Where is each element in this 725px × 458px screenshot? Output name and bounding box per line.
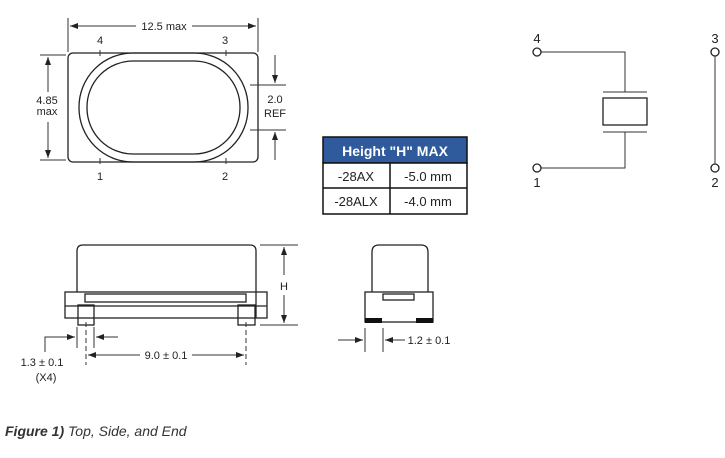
pin-1-terminal-icon [532, 163, 542, 173]
pin-4-terminal-icon [532, 47, 542, 57]
pin-label-3: 3 [222, 35, 228, 47]
schematic-pin-1: 1 [533, 175, 540, 190]
ref-dimension-label: REF [264, 108, 286, 120]
width-dimension: 12.5 max [141, 21, 187, 33]
table-cell-height: -5.0 mm [404, 169, 452, 184]
height-h-dimension: H [280, 281, 288, 293]
pin-label-2: 2 [222, 171, 228, 183]
top-view: 12.5 max 4 3 1 2 4.85 max 2.0 REF [36, 18, 286, 183]
figure-title: Top, Side, and End [64, 423, 187, 439]
ref-dimension: 2.0 [267, 94, 282, 106]
height-dimension: 4.85 [36, 95, 57, 107]
end-pad-dimension: 1.2 ± 0.1 [408, 335, 451, 347]
height-dimension-unit: max [37, 106, 58, 118]
crystal-schematic: 4 3 1 2 [532, 31, 720, 190]
side-view: H 1.3 ± 0.1 (X4) 9.0 ± 0.1 [21, 244, 298, 384]
schematic-pin-3: 3 [711, 31, 718, 46]
table-header: Height "H" MAX [342, 143, 448, 159]
pin-2-terminal-icon [710, 163, 720, 173]
pin-label-1: 1 [97, 171, 103, 183]
pin-label-4: 4 [97, 35, 103, 47]
table-cell-part: -28AX [338, 169, 374, 184]
schematic-pin-2: 2 [711, 175, 718, 190]
schematic-pin-4: 4 [533, 31, 540, 46]
height-table: Height "H" MAX -28AX -5.0 mm -28ALX -4.0… [322, 136, 468, 215]
pin-3-terminal-icon [710, 47, 720, 57]
figure-caption: Figure 1) Top, Side, and End [5, 423, 187, 439]
table-cell-height: -4.0 mm [404, 194, 452, 209]
end-view: 1.2 ± 0.1 [338, 244, 451, 352]
pitch-dimension: 9.0 ± 0.1 [145, 350, 188, 362]
pad-count: (X4) [36, 372, 57, 384]
figure-number: Figure 1) [5, 423, 65, 439]
pad-width-dimension: 1.3 ± 0.1 [21, 357, 64, 369]
table-cell-part: -28ALX [334, 194, 378, 209]
